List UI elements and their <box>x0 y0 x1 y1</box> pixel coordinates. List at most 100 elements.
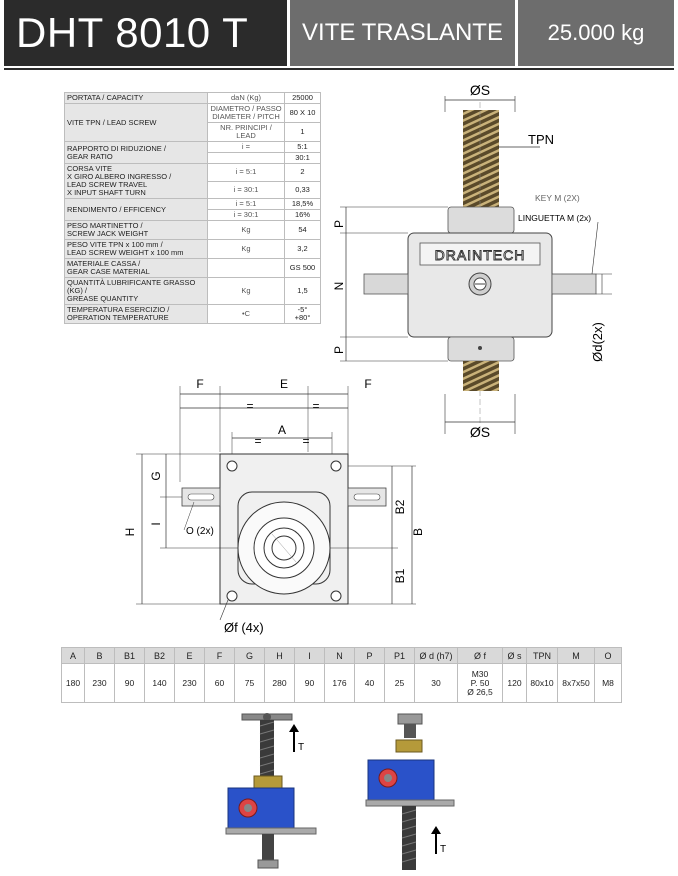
spec-unit-line: NR. PRINCIPI / LEAD <box>220 123 272 140</box>
dim-header: N <box>324 647 355 664</box>
spec-value-line: 25000 <box>292 93 313 102</box>
brand-logo: DRAINTECH <box>435 247 526 263</box>
spec-label: TEMPERATURA ESERCIZIO /OPERATION TEMPERA… <box>64 304 208 324</box>
model-title: DHT 8010 T <box>4 0 287 66</box>
spec-row: NR. PRINCIPI / LEAD 1 <box>65 122 321 142</box>
dim-value: M8 <box>594 663 622 703</box>
travel-label-right: T <box>440 844 446 855</box>
spec-value: 16% <box>284 209 321 221</box>
diameter-s-bottom: ØS <box>470 424 490 440</box>
spec-unit: Kg <box>207 220 285 240</box>
spec-unit: i = 5:1 <box>207 198 285 210</box>
dim-value-line: 60 <box>214 677 225 688</box>
dim-value: 230 <box>84 663 115 703</box>
spec-label-line: RAPPORTO DI RIDUZIONE / <box>67 143 166 153</box>
dim-header: P1 <box>384 647 415 664</box>
dim-header: P <box>354 647 385 664</box>
product-image-right: T <box>365 713 455 870</box>
spec-unit: Kg <box>207 277 285 305</box>
dim-value: 8x7x50 <box>557 663 595 703</box>
spec-value: 18,5% <box>284 198 321 210</box>
spec-label-line: PESO MARTINETTO / <box>67 221 143 230</box>
spec-value-line: 1 <box>300 127 305 136</box>
dim-value-line: 230 <box>92 677 107 688</box>
lead-screw-top <box>463 110 499 210</box>
type-label: VITE TRASLANTE <box>287 0 515 66</box>
side-view-drawing: ØS TPN DRAINTECH ØS P N P KEY M (2X) LIN… <box>332 82 612 440</box>
lead-screw-bottom <box>463 361 499 391</box>
shaft-right <box>551 273 597 295</box>
spec-value: 1 <box>284 122 321 142</box>
product-image-left: T <box>225 713 317 869</box>
b2-label: B2 <box>393 499 407 514</box>
spec-unit-line: i = 5:1 <box>235 167 257 177</box>
spec-unit: i = 30:1 <box>207 180 285 199</box>
dim-value: 30 <box>414 663 458 703</box>
b-label: B <box>411 528 425 536</box>
g-label: G <box>149 471 163 480</box>
spec-unit-line: •C <box>241 309 251 318</box>
spec-unit-line: DIAMETER / PITCH <box>212 112 280 121</box>
spec-value: 0,33 <box>284 180 321 199</box>
dim-value-line: 75 <box>244 677 255 688</box>
dim-value: 230 <box>174 663 205 703</box>
spec-value: -5°+80° <box>284 304 321 324</box>
dim-header: I <box>294 647 325 664</box>
dim-value-line: Ø 26,5 <box>467 686 493 697</box>
spec-label-line: QUANTITÀ LUBRIFICANTE GRASSO (KG) / <box>67 278 196 295</box>
dim-value-line: 90 <box>304 677 315 688</box>
spec-label-line: OPERATION TEMPERATURE <box>67 313 169 322</box>
dim-value: 176 <box>324 663 355 703</box>
spec-label: VITE TPN / LEAD SCREW <box>64 103 208 142</box>
spec-value-line: 5:1 <box>297 142 308 151</box>
spec-unit: daN (Kg) <box>207 92 285 104</box>
shaft-diameter-label: Ød(2x) <box>590 322 605 362</box>
spec-label-line: PESO VITE TPN x 100 mm / <box>67 240 163 249</box>
spec-value-line: 3,2 <box>297 244 308 253</box>
dim-header: Ø f <box>457 647 503 664</box>
spec-value: 54 <box>284 220 321 240</box>
spec-label: PESO MARTINETTO /SCREW JACK WEIGHT <box>64 220 208 240</box>
dim-value-line: 90 <box>124 677 135 688</box>
o-label: O (2x) <box>186 526 214 537</box>
spec-unit <box>207 152 285 164</box>
e-label: E <box>280 377 288 391</box>
dim-header: M <box>557 647 595 664</box>
dim-value-line: 120 <box>507 677 522 688</box>
dim-header: B <box>84 647 115 664</box>
dim-value-line: 180 <box>65 677 81 688</box>
spec-label-line: PORTATA / CAPACITY <box>67 93 144 102</box>
spec-value: GS 500 <box>284 258 321 278</box>
spec-label: RAPPORTO DI RIDUZIONE /GEAR RATIO <box>64 141 208 164</box>
dim-value: 90 <box>114 663 145 703</box>
spec-unit-line: Kg <box>241 225 251 234</box>
spec-label-line: LEAD SCREW TRAVEL <box>67 180 148 189</box>
spec-value-line: GS 500 <box>289 263 316 272</box>
spec-label-line: X INPUT SHAFT TURN <box>67 188 146 197</box>
dim-header: A <box>61 647 85 664</box>
spec-unit: Kg <box>207 239 285 259</box>
dim-value-line: 280 <box>272 677 287 688</box>
spec-unit-line: Kg <box>241 244 251 253</box>
dim-value: 75 <box>234 663 265 703</box>
header-rule <box>4 68 674 70</box>
p-bottom-label: P <box>332 346 346 354</box>
spec-value-line: 54 <box>298 225 307 234</box>
dim-value-line: 230 <box>182 677 197 688</box>
linguetta-label: LINGUETTA M (2x) <box>518 213 591 223</box>
spec-value-line: +80° <box>294 313 311 322</box>
spec-unit: NR. PRINCIPI / LEAD <box>207 122 285 142</box>
dim-value-line: 30 <box>431 677 441 688</box>
spec-label-line: GREASE QUANTITY <box>67 294 139 303</box>
eq-4: = <box>302 434 309 448</box>
spec-label: PESO VITE TPN x 100 mm /LEAD SCREW WEIGH… <box>64 239 208 259</box>
spec-value-line: 2 <box>300 167 305 177</box>
